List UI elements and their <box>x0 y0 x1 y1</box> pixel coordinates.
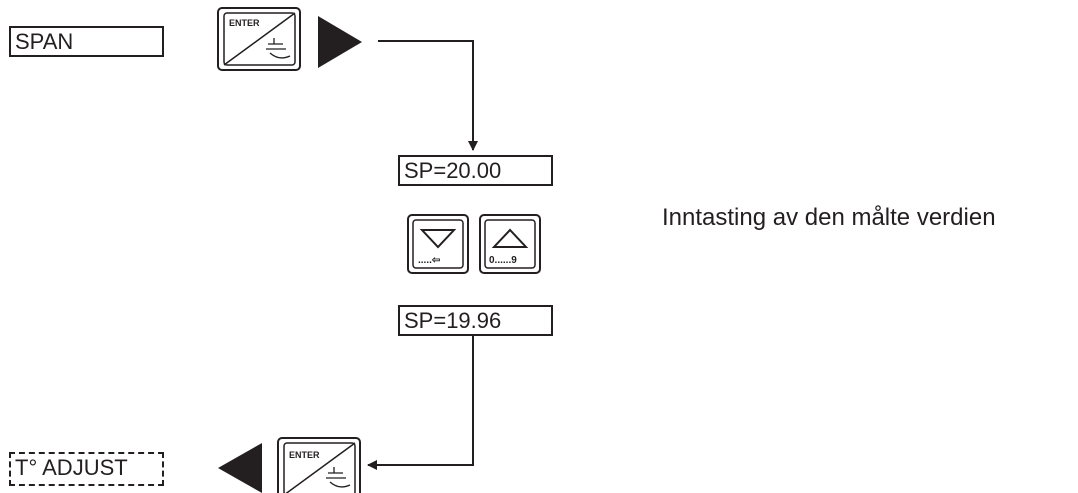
display-sp-adjusted: SP=19.96 <box>398 305 553 336</box>
up-key-hint: 0......9 <box>489 255 517 266</box>
instruction-text: Inntasting av den målte verdien <box>662 204 996 231</box>
flow-arrow-down <box>378 40 478 151</box>
play-left-icon <box>218 443 262 493</box>
enter-key-top[interactable]: ENTER <box>217 7 301 71</box>
flow-arrow-return <box>367 334 474 470</box>
triangle-down-icon <box>419 229 457 249</box>
enter-key-bottom[interactable]: ENTER <box>277 437 361 493</box>
display-sp-initial: SP=20.00 <box>398 155 553 186</box>
enter-key-bottom-label: ENTER <box>289 450 320 460</box>
down-key-hint: .....⇦ <box>418 255 441 266</box>
down-key[interactable]: .....⇦ <box>407 214 469 274</box>
triangle-up-icon <box>491 228 529 248</box>
up-key[interactable]: 0......9 <box>479 214 541 274</box>
enter-key-top-label: ENTER <box>229 18 260 28</box>
play-right-icon <box>318 16 362 68</box>
hand-press-icon <box>326 467 351 488</box>
display-t-adjust: T° ADJUST <box>9 452 164 486</box>
display-span: SPAN <box>9 26 164 57</box>
hand-press-icon <box>266 38 291 59</box>
